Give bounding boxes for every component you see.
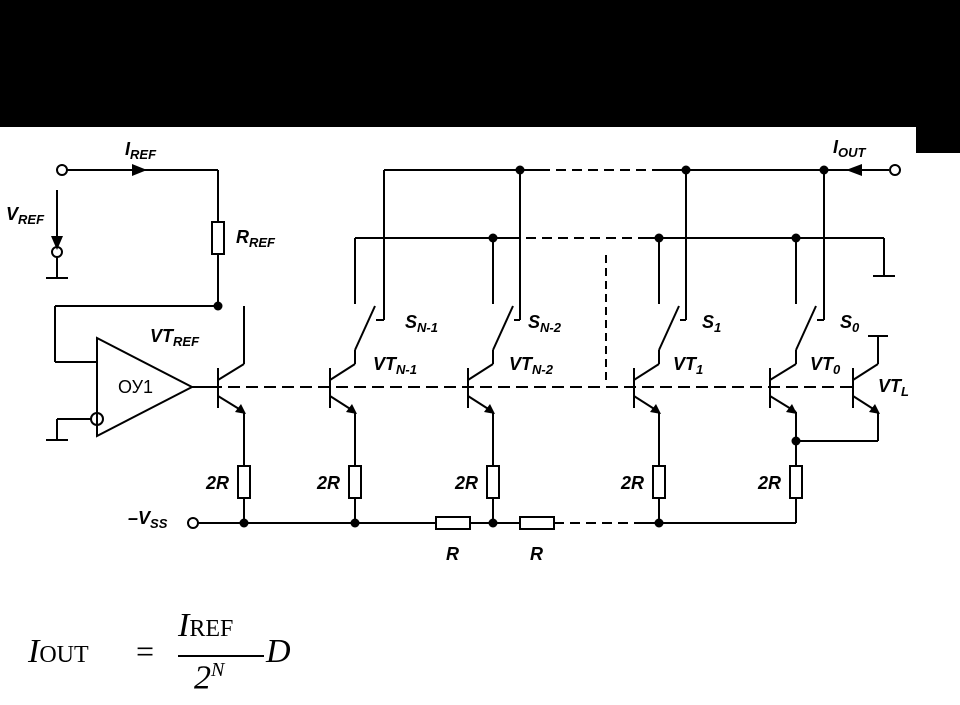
transistor-label-1: VT1 [673,354,703,377]
switch-label-n-2: SN-2 [528,312,562,335]
transistor-label-n-2: VTN-2 [509,354,554,377]
circuit-diagram: IREF VREF RREF VTREF ОУ1 IOUT –VSS SN-1 … [6,137,909,564]
iout-terminal [889,164,901,176]
opamp-label: ОУ1 [118,377,153,397]
right-black-band [916,127,960,153]
switch-blade-1 [658,305,680,351]
resistor-2r-label-n-1: 2R [316,473,340,493]
switch-label-0: S0 [840,312,860,335]
formula-equals: = [136,633,155,669]
resistor-2r-label-1: 2R [620,473,644,493]
transistor-label-l: VTL [878,376,909,399]
transistor-label-0: VT0 [810,354,841,377]
vtref-label: VTREF [150,326,200,349]
resistor-r-label-1: R [446,544,459,564]
resistor-2r-label-n-2: 2R [454,473,478,493]
transistor-label-n-1: VTN-1 [373,354,417,377]
rref-resistor [211,221,225,255]
formula-factor-d: D [266,633,291,670]
switch-blade-0 [795,305,817,351]
switch-label-1: S1 [702,312,721,335]
switch-blade-n-2 [492,305,514,351]
vref-terminal [56,164,68,176]
vtref-2r-resistor [237,465,251,499]
formula-fraction-bar [178,655,264,657]
switch-blade-n-1 [354,305,376,351]
resistor-2r-label-0: 2R [757,473,781,493]
iout-label: IOUT [833,137,867,160]
resistor-r-label-2: R [530,544,543,564]
formula-lhs: IOUT [28,633,89,670]
resistor-2r-label-ref: 2R [205,473,229,493]
formula-denominator: 2N [194,659,225,697]
top-black-band [0,0,960,127]
vss-terminal [187,517,199,529]
formula-numerator: IREF [178,607,234,644]
vss-label: –VSS [128,508,168,531]
opamp-triangle [96,336,195,438]
vref-label: VREF [6,204,45,227]
rref-label: RREF [236,227,276,250]
iref-label: IREF [125,139,157,162]
switch-label-n-1: SN-1 [405,312,438,335]
